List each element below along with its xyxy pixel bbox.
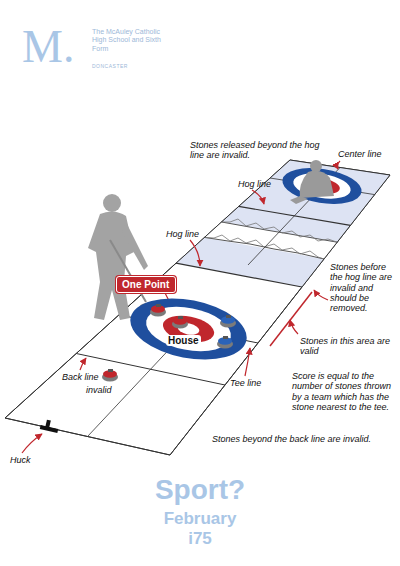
line-name: Center line — [338, 149, 396, 159]
logo-letter: M. — [22, 24, 92, 70]
page-month: February — [0, 510, 400, 527]
note-text: Stones before the hog line are invalid a… — [330, 262, 396, 314]
line-name: Back line — [62, 372, 106, 382]
house-rings — [128, 294, 249, 364]
line-name: Tee line — [230, 378, 272, 388]
note-text: Score is equal to the number of stones t… — [292, 371, 396, 412]
line-name: Hog line — [238, 179, 288, 189]
school-town: DONCASTER — [92, 64, 170, 70]
note-text: Stones in this area are valid — [300, 336, 395, 357]
callout-text: One Point — [122, 279, 170, 290]
school-name: The McAuley Catholic High School and Six… — [92, 28, 170, 53]
note-text: Stones beyond the back line are invalid. — [212, 434, 396, 444]
page-heading: Sport? — [0, 476, 400, 504]
note-text: Stones released beyond the hog line are … — [190, 140, 332, 161]
callout-box: One Point — [116, 276, 176, 293]
house-label: House — [166, 335, 201, 346]
line-name: Hog line — [166, 229, 216, 239]
huck-label: Huck — [10, 455, 50, 465]
stone-label: invalid — [86, 385, 122, 395]
house-target: House — [128, 294, 249, 364]
page-number: i75 — [0, 530, 400, 547]
